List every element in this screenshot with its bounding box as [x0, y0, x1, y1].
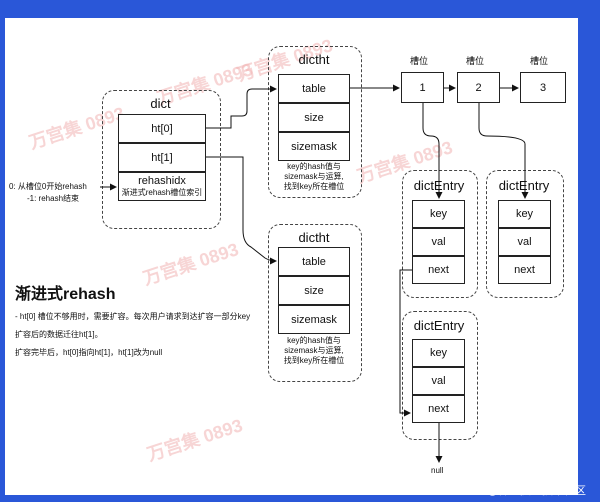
dict-entry-key: key	[498, 200, 551, 228]
dictht-bottom-note-line: sizemask与运算,	[284, 346, 344, 355]
explanation-heading: 渐进式rehash	[15, 286, 116, 303]
arrow-ht0-to-dictht	[206, 85, 277, 129]
dict-entry-next: next	[412, 256, 465, 284]
dictht-top-note-line: key的hash值与	[287, 162, 341, 171]
arrow-slot-1-to-entry	[422, 103, 443, 199]
dict-entry-val: val	[412, 228, 465, 256]
connector-lines	[100, 84, 529, 463]
dictht-bottom-note: key的hash值与 sizemask与运算, 找到key所在槽位	[268, 336, 360, 366]
dict-entry-title: dictEntry	[413, 318, 465, 333]
dict-entry-next: next	[412, 395, 465, 423]
dict-entry-val: val	[498, 228, 551, 256]
slot-3: 3	[520, 72, 566, 103]
dictht-top-note-line: 找到key所在槽位	[283, 182, 345, 191]
dict-field-rehashidx: rehashidx 渐进式rehash槽位索引	[118, 172, 206, 201]
arrow-slot-2-to-entry	[478, 103, 529, 199]
dictht-top-title: dictht	[298, 52, 330, 67]
null-label: null	[431, 466, 444, 475]
dictht-top-table: table	[278, 74, 350, 103]
dict-field-ht1: ht[1]	[118, 143, 206, 172]
slot-header-3: 槽位	[530, 56, 549, 66]
dictht-top-size: size	[278, 103, 350, 132]
dictht-bottom-table: table	[278, 247, 350, 276]
dict-field-ht0: ht[0]	[118, 114, 206, 143]
arrow-next-to-entry	[399, 269, 412, 417]
footer-watermark: @稀土掘金技术社区	[487, 484, 586, 497]
dict-entry-group	[402, 170, 478, 298]
dictht-top-note: key的hash值与 sizemask与运算, 找到key所在槽位	[268, 162, 360, 192]
dictht-bottom-note-line: 找到key所在槽位	[283, 356, 345, 365]
explanation-line-2: 扩容后的数据迁往ht[1]。	[15, 330, 103, 339]
dictht-bottom-group	[268, 224, 362, 382]
dict-entry-val: val	[412, 367, 465, 395]
dictht-top-note-line: sizemask与运算,	[284, 172, 344, 181]
dict-entry-next: next	[498, 256, 551, 284]
slot-2: 2	[457, 72, 500, 103]
dictht-bottom-note-line: key的hash值与	[287, 336, 341, 345]
rehashidx-note: 渐进式rehash槽位索引	[121, 187, 203, 197]
slot-header-1: 槽位	[410, 56, 429, 66]
rehashidx-side-note-2: -1: rehash结束	[27, 194, 80, 203]
dictht-top-group	[268, 46, 362, 198]
dictht-bottom-title: dictht	[298, 230, 330, 245]
diagram-canvas: 万宫集 0893 万宫集 0893 万宫集 0893 万宫集 0893 万宫集 …	[5, 18, 578, 495]
dictht-bottom-size: size	[278, 276, 350, 305]
slot-header-2: 槽位	[466, 56, 485, 66]
dictht-top-sizemask: sizemask	[278, 132, 350, 161]
arrow-ht1-to-dictht	[206, 156, 277, 265]
explanation-line-3: 扩容完毕后，ht[0]指向ht[1]，ht[1]改为null	[15, 348, 163, 357]
dict-group	[102, 90, 221, 229]
dict-title: dict	[150, 96, 171, 111]
explanation-line-1: - ht[0] 槽位不够用时，需要扩容。每次用户请求到达扩容一部分key	[15, 312, 251, 321]
rehashidx-label: rehashidx	[138, 174, 186, 187]
dict-entry-key: key	[412, 339, 465, 367]
dictht-bottom-sizemask: sizemask	[278, 305, 350, 334]
dict-entry-key: key	[412, 200, 465, 228]
dict-entry-title: dictEntry	[498, 178, 550, 193]
dict-entry-group	[402, 311, 478, 440]
rehashidx-side-note-1: 0: 从槽位0开始rehash	[9, 182, 87, 191]
slot-1: 1	[401, 72, 444, 103]
